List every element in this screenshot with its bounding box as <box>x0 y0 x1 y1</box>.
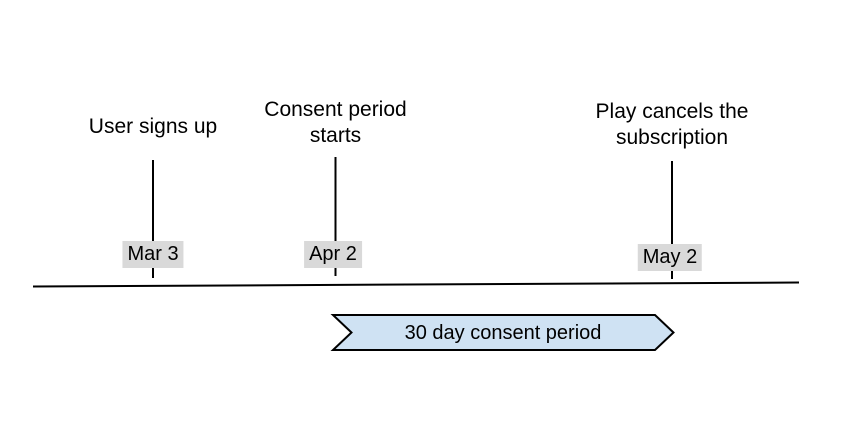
date-chip-mar-3: Mar 3 <box>122 241 184 268</box>
consent-period-arrow-label: 30 day consent period <box>404 321 602 344</box>
date-chip-may-2: May 2 <box>637 244 703 271</box>
event-label-signup: User signs up <box>89 114 217 140</box>
date-chip-apr-2: Apr 2 <box>304 241 362 268</box>
event-label-line: starts <box>309 124 362 147</box>
event-label-consent-start: Consent period starts <box>264 97 406 149</box>
consent-period-arrow <box>330 314 675 351</box>
event-label-line: subscription <box>615 126 729 149</box>
event-label-line: User signs up <box>88 115 218 138</box>
timeline-axis <box>32 281 800 288</box>
event-label-cancel: Play cancels the subscription <box>596 99 749 151</box>
event-label-line: Consent period <box>264 98 407 121</box>
event-label-line: Play cancels the <box>595 100 749 123</box>
